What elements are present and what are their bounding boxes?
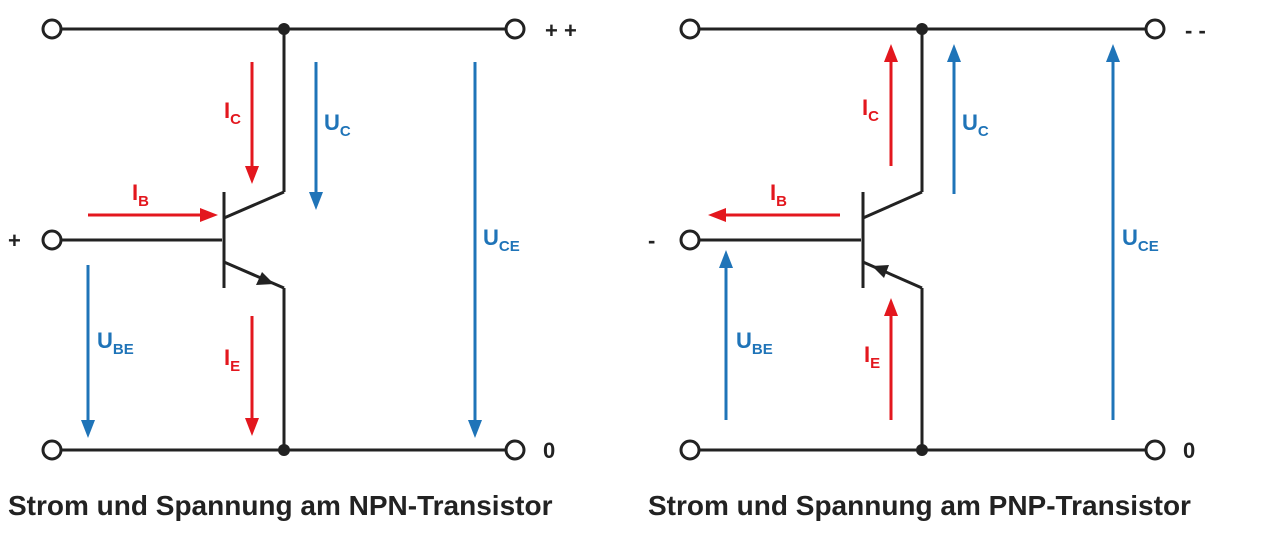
npn-caption: Strom und Spannung am NPN-Transistor [8, 490, 553, 521]
pnp-caption: Strom und Spannung am PNP-Transistor [648, 490, 1191, 521]
npn-top-node [278, 23, 290, 35]
npn-ic-label: IC [224, 98, 241, 128]
pnp-ie-arrow-head [884, 298, 898, 316]
npn-ib-label: IB [132, 180, 149, 210]
npn-collector-lead [223, 190, 285, 220]
pnp-uce-arrow-head [1106, 44, 1120, 62]
npn-bottom-node [278, 444, 290, 456]
pnp-emitter-lead [862, 260, 923, 290]
npn-circuit: + + + 0 IC IB IE UC UCE UBE [8, 18, 577, 463]
npn-ube-label: UBE [97, 328, 134, 358]
npn-emitter-arrow [256, 272, 274, 285]
pnp-collector-lead [862, 190, 923, 220]
npn-terminal-bottom-right [504, 439, 526, 461]
pnp-ube-label: UBE [736, 328, 773, 358]
pnp-ic-label: IC [862, 95, 879, 125]
npn-terminal-top-right [504, 18, 526, 40]
npn-uc-arrow-head [309, 192, 323, 210]
npn-ic-arrow-head [245, 166, 259, 184]
pnp-terminal-top-label: - - [1185, 18, 1206, 43]
pnp-uce-label: UCE [1122, 225, 1159, 255]
npn-terminal-base [41, 229, 63, 251]
npn-terminal-base-label: + [8, 228, 21, 253]
npn-terminal-top-left [41, 18, 63, 40]
pnp-terminal-bottom-left [679, 439, 701, 461]
pnp-terminal-top-left [679, 18, 701, 40]
pnp-bottom-node [916, 444, 928, 456]
pnp-terminal-top-right [1144, 18, 1166, 40]
pnp-terminal-bottom-label: 0 [1183, 438, 1195, 463]
pnp-ib-arrow-head [708, 208, 726, 222]
npn-terminal-top-label: + + [545, 18, 577, 43]
npn-ie-label: IE [224, 345, 240, 375]
pnp-top-node [916, 23, 928, 35]
npn-terminal-bottom-label: 0 [543, 438, 555, 463]
npn-uc-label: UC [324, 110, 351, 140]
pnp-circuit: - - - 0 IC IB IE UC UCE UBE [648, 18, 1206, 463]
npn-emitter-lead [223, 260, 285, 290]
pnp-terminal-base [679, 229, 701, 251]
pnp-terminal-bottom-right [1144, 439, 1166, 461]
pnp-ic-arrow-head [884, 44, 898, 62]
pnp-terminal-base-label: - [648, 228, 655, 253]
pnp-emitter-arrow [872, 265, 889, 278]
npn-ube-arrow-head [81, 420, 95, 438]
pnp-ube-arrow-head [719, 250, 733, 268]
npn-uce-label: UCE [483, 225, 520, 255]
pnp-uc-label: UC [962, 110, 989, 140]
npn-ie-arrow-head [245, 418, 259, 436]
pnp-ib-label: IB [770, 180, 787, 210]
npn-terminal-bottom-left [41, 439, 63, 461]
pnp-ie-label: IE [864, 342, 880, 372]
pnp-uc-arrow-head [947, 44, 961, 62]
npn-uce-arrow-head [468, 420, 482, 438]
npn-ib-arrow-head [200, 208, 218, 222]
